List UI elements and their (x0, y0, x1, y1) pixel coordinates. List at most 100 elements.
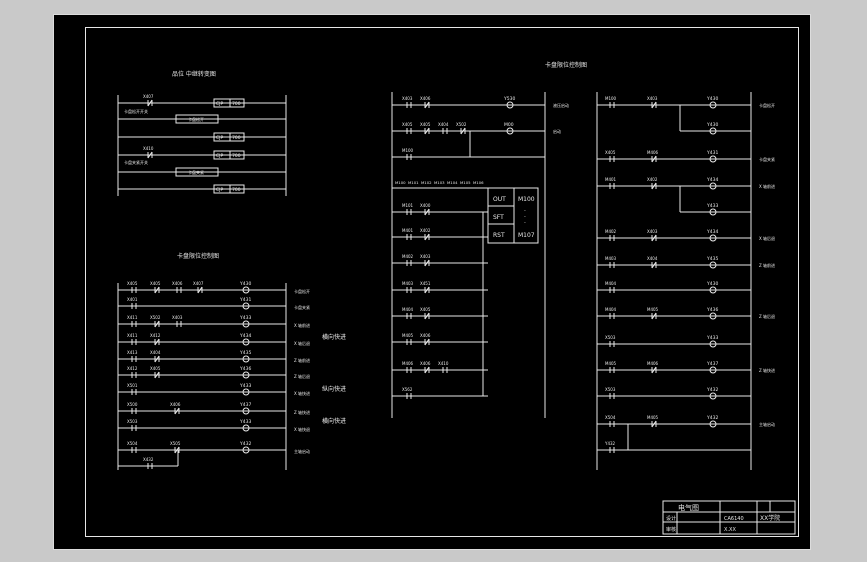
title-top-right: 卡盘限位控制图 (545, 61, 587, 69)
contact-label: X502 (456, 122, 467, 127)
rung-description: 卡盘松开 (294, 288, 310, 294)
rung-description: X 轴快退 (294, 426, 310, 432)
contact-label: X407 (143, 94, 154, 99)
contact-label: X403 (402, 96, 413, 101)
coil-label: Y433 (706, 203, 718, 209)
contact-label: X432 (143, 457, 154, 462)
shift-register-end: M107 (518, 232, 535, 239)
contact-label: X403 (647, 229, 658, 234)
cjp-label: CJP (216, 153, 223, 159)
coil (242, 286, 250, 294)
contact-slash (147, 151, 153, 159)
coil-label: Y434 (239, 333, 251, 339)
contact-label: M105 (460, 180, 471, 185)
contact-label: M403 (605, 256, 617, 261)
contact-slash (154, 320, 160, 328)
rung-description: X 轴后退 (294, 340, 310, 346)
contact-label: X503 (127, 419, 138, 424)
coil-label: Y434 (706, 229, 718, 235)
contact-slash (424, 101, 430, 109)
coil-label: Y433 (706, 335, 718, 341)
coil-label: Y433 (239, 315, 251, 321)
contact-label: X406 (172, 281, 183, 286)
title-block-role2: 审核 (666, 526, 676, 533)
contact-label: M401 (402, 228, 414, 233)
function-label: 卡盘夹紧 (188, 169, 204, 175)
coil-label: Y436 (239, 366, 251, 372)
contact-slash (651, 312, 657, 320)
rung-description: 主轴启动 (294, 448, 310, 454)
contact-label: M102 (421, 180, 432, 185)
title-block-role1: 设计 (666, 515, 676, 522)
contact-label: X406 (420, 333, 431, 338)
contact-slash (424, 208, 430, 216)
cjp-label: CJP (216, 135, 223, 141)
coil (242, 320, 250, 328)
cjp-value: 700 (232, 135, 241, 141)
contact-label: M402 (402, 254, 414, 259)
coil (506, 127, 514, 135)
coil-label: Y437 (706, 361, 718, 367)
coil (242, 302, 250, 310)
title-block-drawing: CA6140 (724, 516, 744, 522)
rung-description: Z 轴前进 (294, 357, 310, 363)
contact-label: X405 (150, 281, 161, 286)
contact-label: M405 (647, 415, 659, 420)
coil-label: Y432 (239, 441, 251, 447)
shift-register-label: RST (493, 232, 505, 239)
coil-label: Y436 (706, 307, 718, 313)
title-top-left: 品位 中继转变图 (172, 70, 216, 78)
shift-register-box (513, 187, 539, 244)
contact-label: X504 (127, 441, 138, 446)
contact-label: X405 (605, 150, 616, 155)
contact-label: M404 (605, 281, 617, 286)
rung-description: X 轴前进 (294, 322, 310, 328)
contact-slash (197, 286, 203, 294)
rung-description: Z 轴后退 (759, 313, 775, 319)
contact-slash (174, 407, 180, 415)
coil (709, 155, 717, 163)
cjp-value: 700 (232, 187, 241, 193)
contact-slash (651, 420, 657, 428)
rung-description: 卡盘松开 (759, 102, 775, 108)
contact-label: X406 (170, 402, 181, 407)
contact-slash (154, 286, 160, 294)
cjp-value-box (229, 150, 245, 160)
contact-label: X403 (172, 315, 183, 320)
function-box (175, 167, 219, 177)
rung-description: 卡盘夹紧 (294, 304, 310, 310)
coil (709, 208, 717, 216)
contact-label: M406 (647, 150, 659, 155)
contact-label: X402 (420, 228, 431, 233)
contact-label: X562 (402, 387, 413, 392)
contact-label: X503 (605, 387, 616, 392)
function-label: 卡盘松开 (188, 116, 204, 122)
coil-label: Y430 (706, 96, 718, 102)
coil-label: Y433 (239, 419, 251, 425)
contact-slash (154, 355, 160, 363)
contact-label: M405 (605, 361, 617, 366)
coil (709, 312, 717, 320)
coil (709, 261, 717, 269)
contact-slash (424, 259, 430, 267)
shift-register-out: M100 (518, 196, 535, 203)
contact-slash (424, 338, 430, 346)
contact-label: X500 (127, 402, 138, 407)
shift-register-dot: . (524, 218, 526, 225)
coil-label: Y432 (706, 415, 718, 421)
rung-description: X 轴后退 (759, 235, 775, 241)
cjp-label: CJP (216, 187, 223, 193)
rung-description: Z 轴快进 (759, 367, 775, 373)
contact-label: X411 (127, 315, 138, 320)
contact-slash (424, 233, 430, 241)
contact-label: M405 (402, 333, 414, 338)
coil-label: Y430 (239, 281, 251, 287)
note-label: 横向快进 (322, 417, 346, 425)
contact-label: X403 (647, 96, 658, 101)
coil-label: Y430 (706, 122, 718, 128)
contact-label: M104 (447, 180, 458, 185)
contact-label: X404 (150, 350, 161, 355)
coil (709, 366, 717, 374)
